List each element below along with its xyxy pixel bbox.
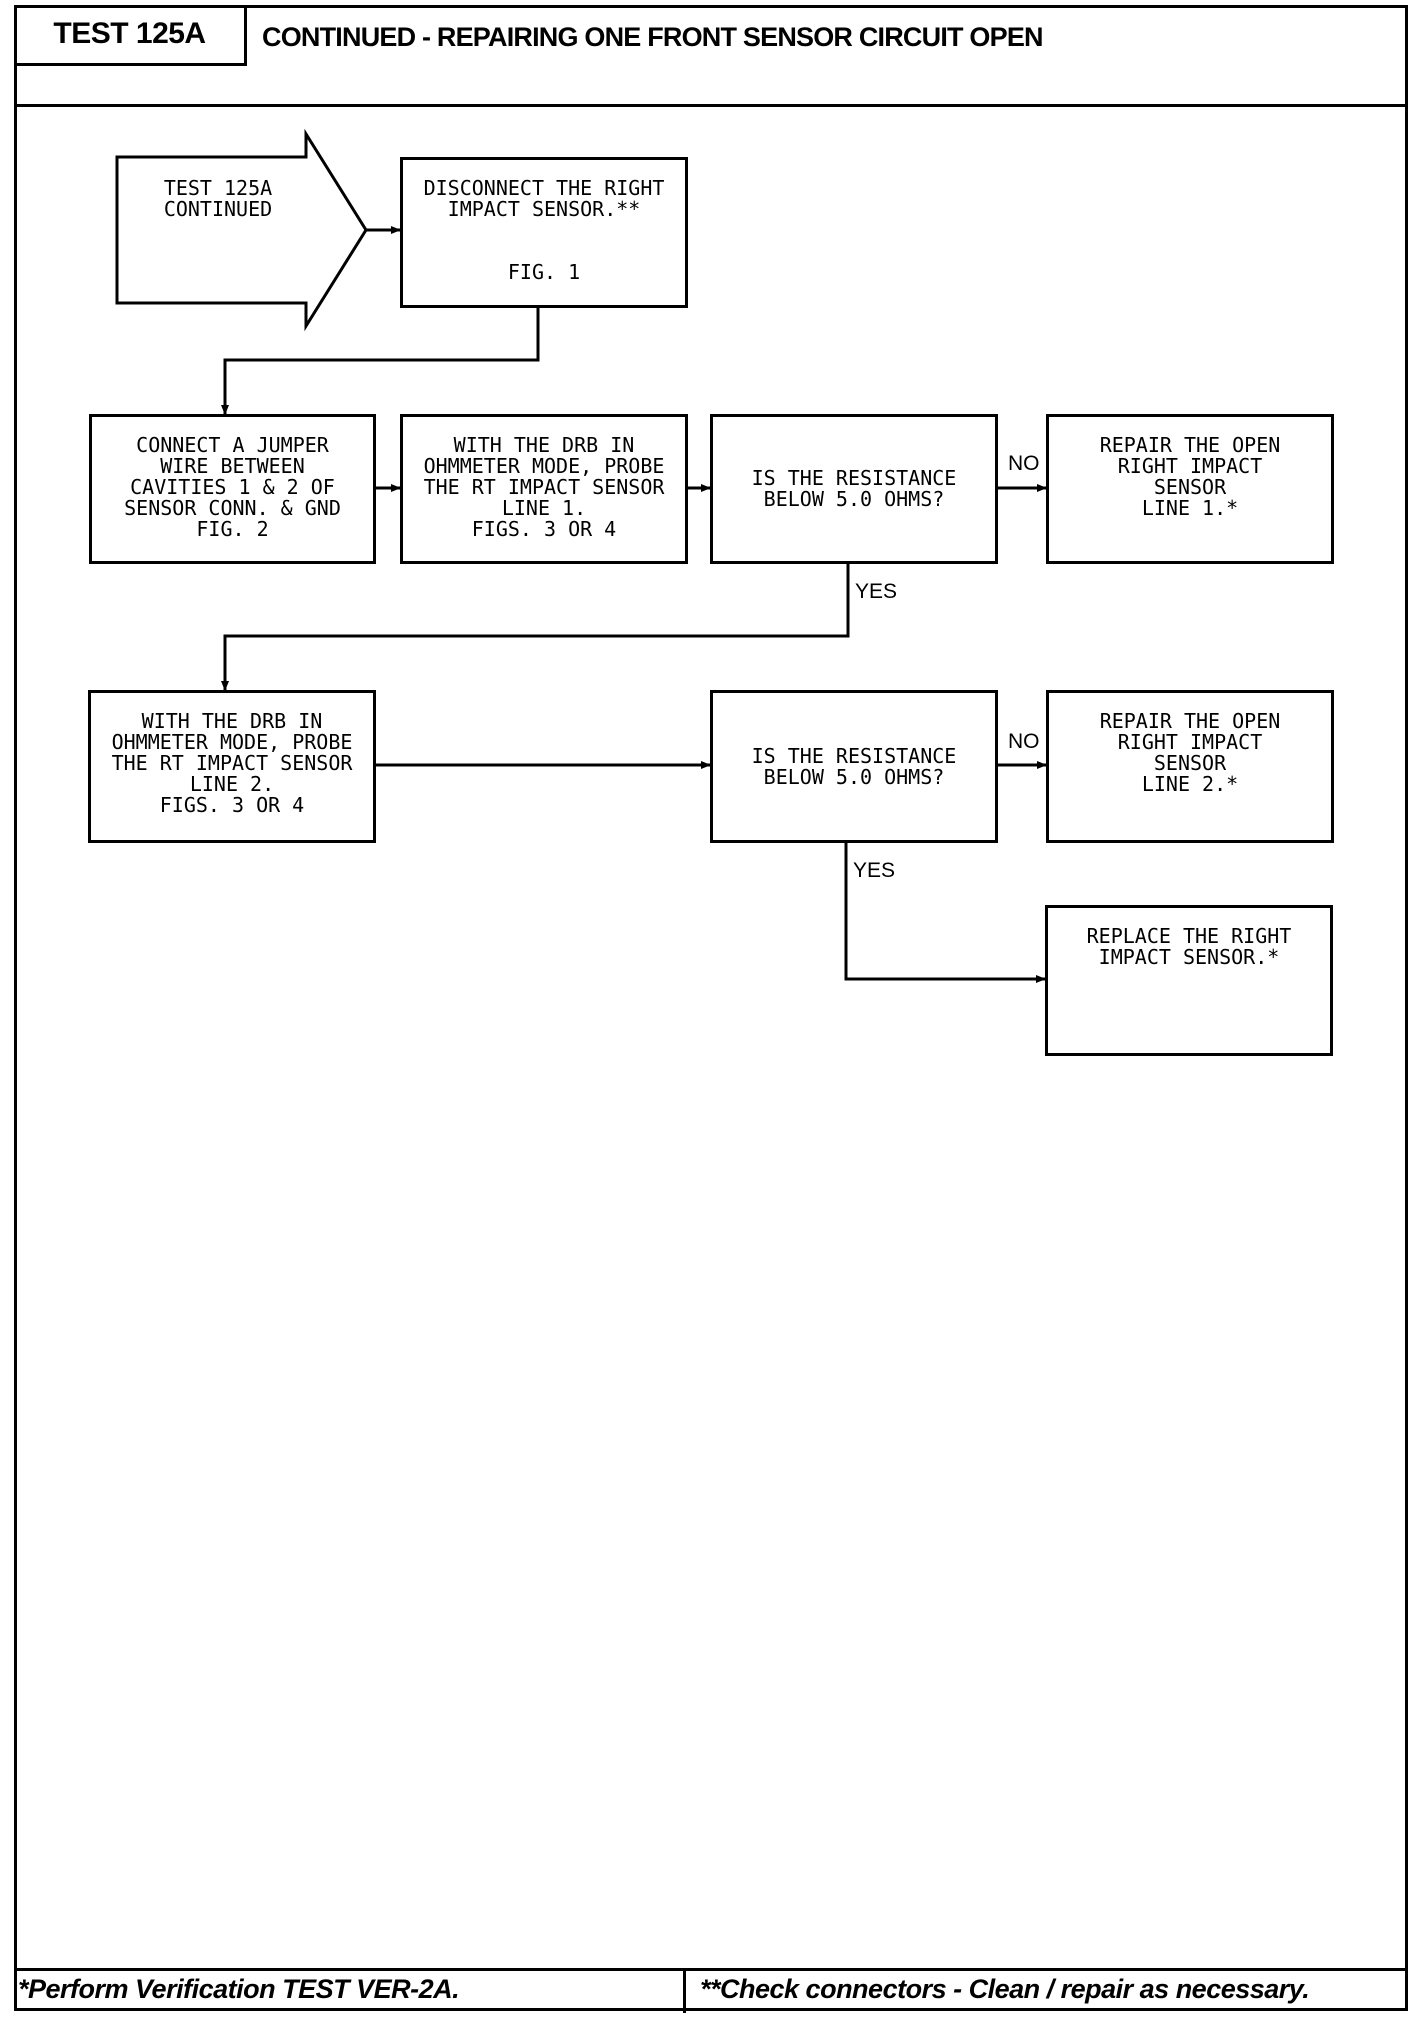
content-frame [14,104,1408,1972]
connector-question1-probe2 [221,562,850,691]
yes-label-1: YES [855,580,898,603]
header-divider [14,104,1408,107]
entry-arrow-shape [115,128,368,332]
footer-verification-note: *Perform Verification TEST VER-2A. [18,1974,460,2004]
replace-sensor-box: REPLACE THE RIGHT IMPACT SENSOR.* [1045,905,1333,1056]
repair-line1-box: REPAIR THE OPEN RIGHT IMPACT SENSOR LINE… [1046,414,1334,564]
disconnect-sensor-box: DISCONNECT THE RIGHT IMPACT SENSOR.** FI… [400,157,688,308]
no-label-1: NO [1008,452,1040,475]
footer-bar [14,1968,1408,2014]
connector-disconnect-jumper [221,306,540,415]
yes-label-2: YES [853,859,896,882]
no-label-2: NO [1008,730,1040,753]
page-title: CONTINUED - REPAIRING ONE FRONT SENSOR C… [262,22,1044,52]
connector-question2-replace [844,842,1046,983]
resistance-question1-box: IS THE RESISTANCE BELOW 5.0 OHMS? [710,414,998,564]
entry-label: TEST 125A CONTINUED [163,176,273,221]
footer-connectors-note: **Check connectors - Clean / repair as n… [700,1974,1310,2004]
probe-line1-box: WITH THE DRB IN OHMMETER MODE, PROBE THE… [400,414,688,564]
test-id-label: TEST 125A [15,5,247,66]
repair-line2-box: REPAIR THE OPEN RIGHT IMPACT SENSOR LINE… [1046,690,1334,843]
connect-jumper-box: CONNECT A JUMPER WIRE BETWEEN CAVITIES 1… [89,414,376,564]
footer-divider [683,1968,686,2013]
resistance-question2-box: IS THE RESISTANCE BELOW 5.0 OHMS? [710,690,998,843]
probe-line2-box: WITH THE DRB IN OHMMETER MODE, PROBE THE… [88,690,376,843]
